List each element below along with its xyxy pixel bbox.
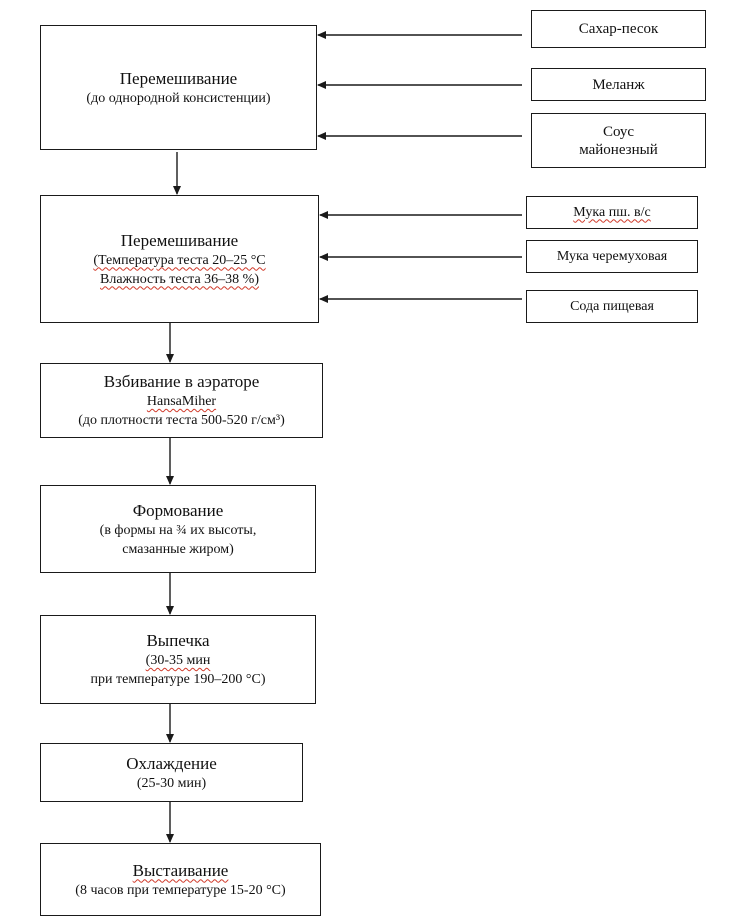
ingredient-label: Мука черемуховая: [556, 248, 668, 264]
ingredient-label: Сода пищевая: [570, 298, 654, 314]
step-mixing-1: Перемешивание (до однородной консистенци…: [40, 25, 317, 150]
step-whipping: Взбивание в аэраторе HansaMiher (до плот…: [40, 363, 323, 438]
ingredient-wheat-flour: Мука пш. в/с: [526, 196, 698, 229]
step-detail: (25-30 мин): [136, 775, 207, 791]
step-title: Охлаждение: [126, 753, 217, 773]
step-title: Перемешивание: [119, 68, 238, 88]
step-detail: при температуре 190–200 °С): [90, 672, 266, 687]
ingredient-label: Меланж: [592, 76, 645, 93]
step-detail: Влажность теста 36–38 %): [100, 271, 259, 287]
step-detail: (Температура теста 20–25 °С: [93, 252, 266, 268]
step-detail: (30-35 мин: [145, 653, 211, 668]
step-baking: Выпечка (30-35 мин при температуре 190–2…: [40, 615, 316, 704]
ingredient-label: Мука пш. в/с: [573, 204, 651, 220]
ingredient-bird-cherry-flour: Мука черемуховая: [526, 240, 698, 273]
step-mixing-2: Перемешивание (Температура теста 20–25 °…: [40, 195, 319, 323]
step-forming: Формование (в формы на ¾ их высоты, смаз…: [40, 485, 316, 573]
ingredient-label: Сахар-песок: [578, 21, 659, 37]
step-detail: смазанные жиром): [122, 541, 234, 557]
ingredient-label-line: майонезный: [579, 141, 658, 158]
step-detail: (в формы на ¾ их высоты,: [99, 522, 257, 538]
equipment-name: HansaMiher: [146, 394, 217, 409]
ingredient-baking-soda: Сода пищевая: [526, 290, 698, 323]
ingredient-sugar: Сахар-песок: [531, 10, 706, 48]
step-resting: Выстаивание (8 часов при температуре 15-…: [40, 843, 321, 916]
step-title: Взбивание в аэраторе: [103, 372, 260, 391]
step-title: Перемешивание: [120, 230, 239, 250]
step-cooling: Охлаждение (25-30 мин): [40, 743, 303, 802]
ingredient-melange: Меланж: [531, 68, 706, 101]
step-detail: (до однородной консистенции): [86, 90, 271, 106]
ingredient-mayonnaise-sauce: Соус майонезный: [531, 113, 706, 168]
step-title: Формование: [132, 500, 224, 520]
step-title: Выстаивание: [132, 860, 229, 880]
step-detail: (до плотности теста 500-520 г/см³): [78, 413, 285, 428]
step-detail: (8 часов при температуре 15-20 °С): [75, 882, 286, 898]
ingredient-label-line: Соус: [602, 123, 635, 140]
step-title: Выпечка: [146, 631, 210, 650]
